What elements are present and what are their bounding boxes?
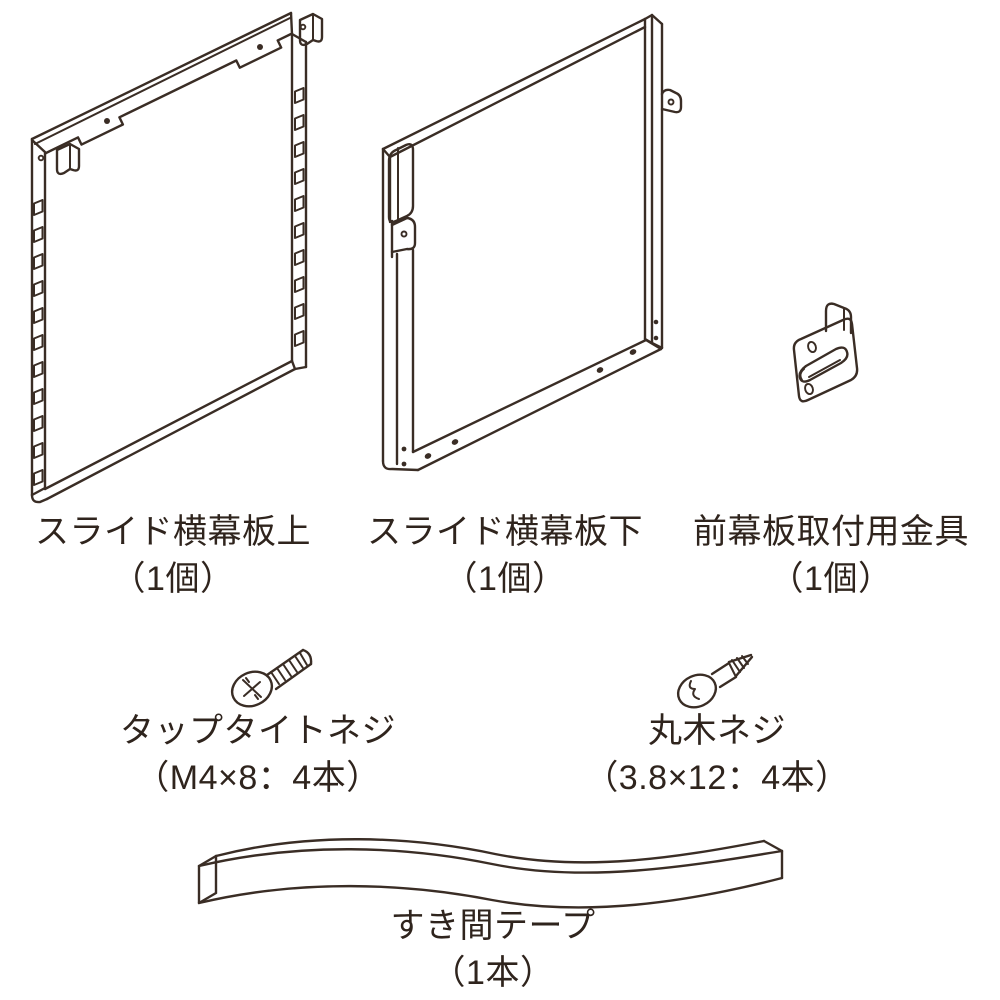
front-panel-bracket-drawing	[792, 302, 859, 403]
part-name: すき間テープ	[390, 907, 596, 945]
left-slot-ladder	[33, 199, 44, 486]
round-wood-screw-drawing	[676, 653, 754, 709]
part-name: 丸木ネジ	[648, 712, 786, 750]
part-name: 前幕板取付用金具	[693, 513, 969, 551]
part-qty: （3.8×12：4本）	[584, 759, 850, 797]
part-name: タップタイトネジ	[120, 712, 396, 750]
label-front-panel-bracket: 前幕板取付用金具 （1個）	[676, 509, 986, 603]
slide-side-panel-lower-drawing	[381, 13, 683, 472]
label-slide-side-panel-lower: スライド横幕板下 （1個）	[350, 509, 660, 603]
part-qty: （1個）	[769, 560, 893, 598]
part-name: スライド横幕板上	[35, 513, 311, 551]
tap-tight-screw-drawing	[230, 648, 313, 708]
part-qty: （1個）	[443, 560, 567, 598]
label-round-wood-screw: 丸木ネジ （3.8×12：4本）	[562, 708, 872, 802]
part-qty: （1個）	[111, 560, 235, 598]
part-qty: （1本）	[431, 954, 555, 992]
gap-tape-drawing	[197, 838, 784, 909]
part-qty: （M4×8：4本）	[135, 759, 381, 797]
slide-side-panel-upper-drawing	[30, 11, 324, 504]
label-gap-tape: すき間テープ （1本）	[338, 903, 648, 997]
right-slot-ladder	[294, 87, 305, 347]
part-name: スライド横幕板下	[367, 513, 643, 551]
label-tap-tight-screw: タップタイトネジ （M4×8：4本）	[103, 708, 413, 802]
label-slide-side-panel-upper: スライド横幕板上 （1個）	[20, 509, 326, 603]
